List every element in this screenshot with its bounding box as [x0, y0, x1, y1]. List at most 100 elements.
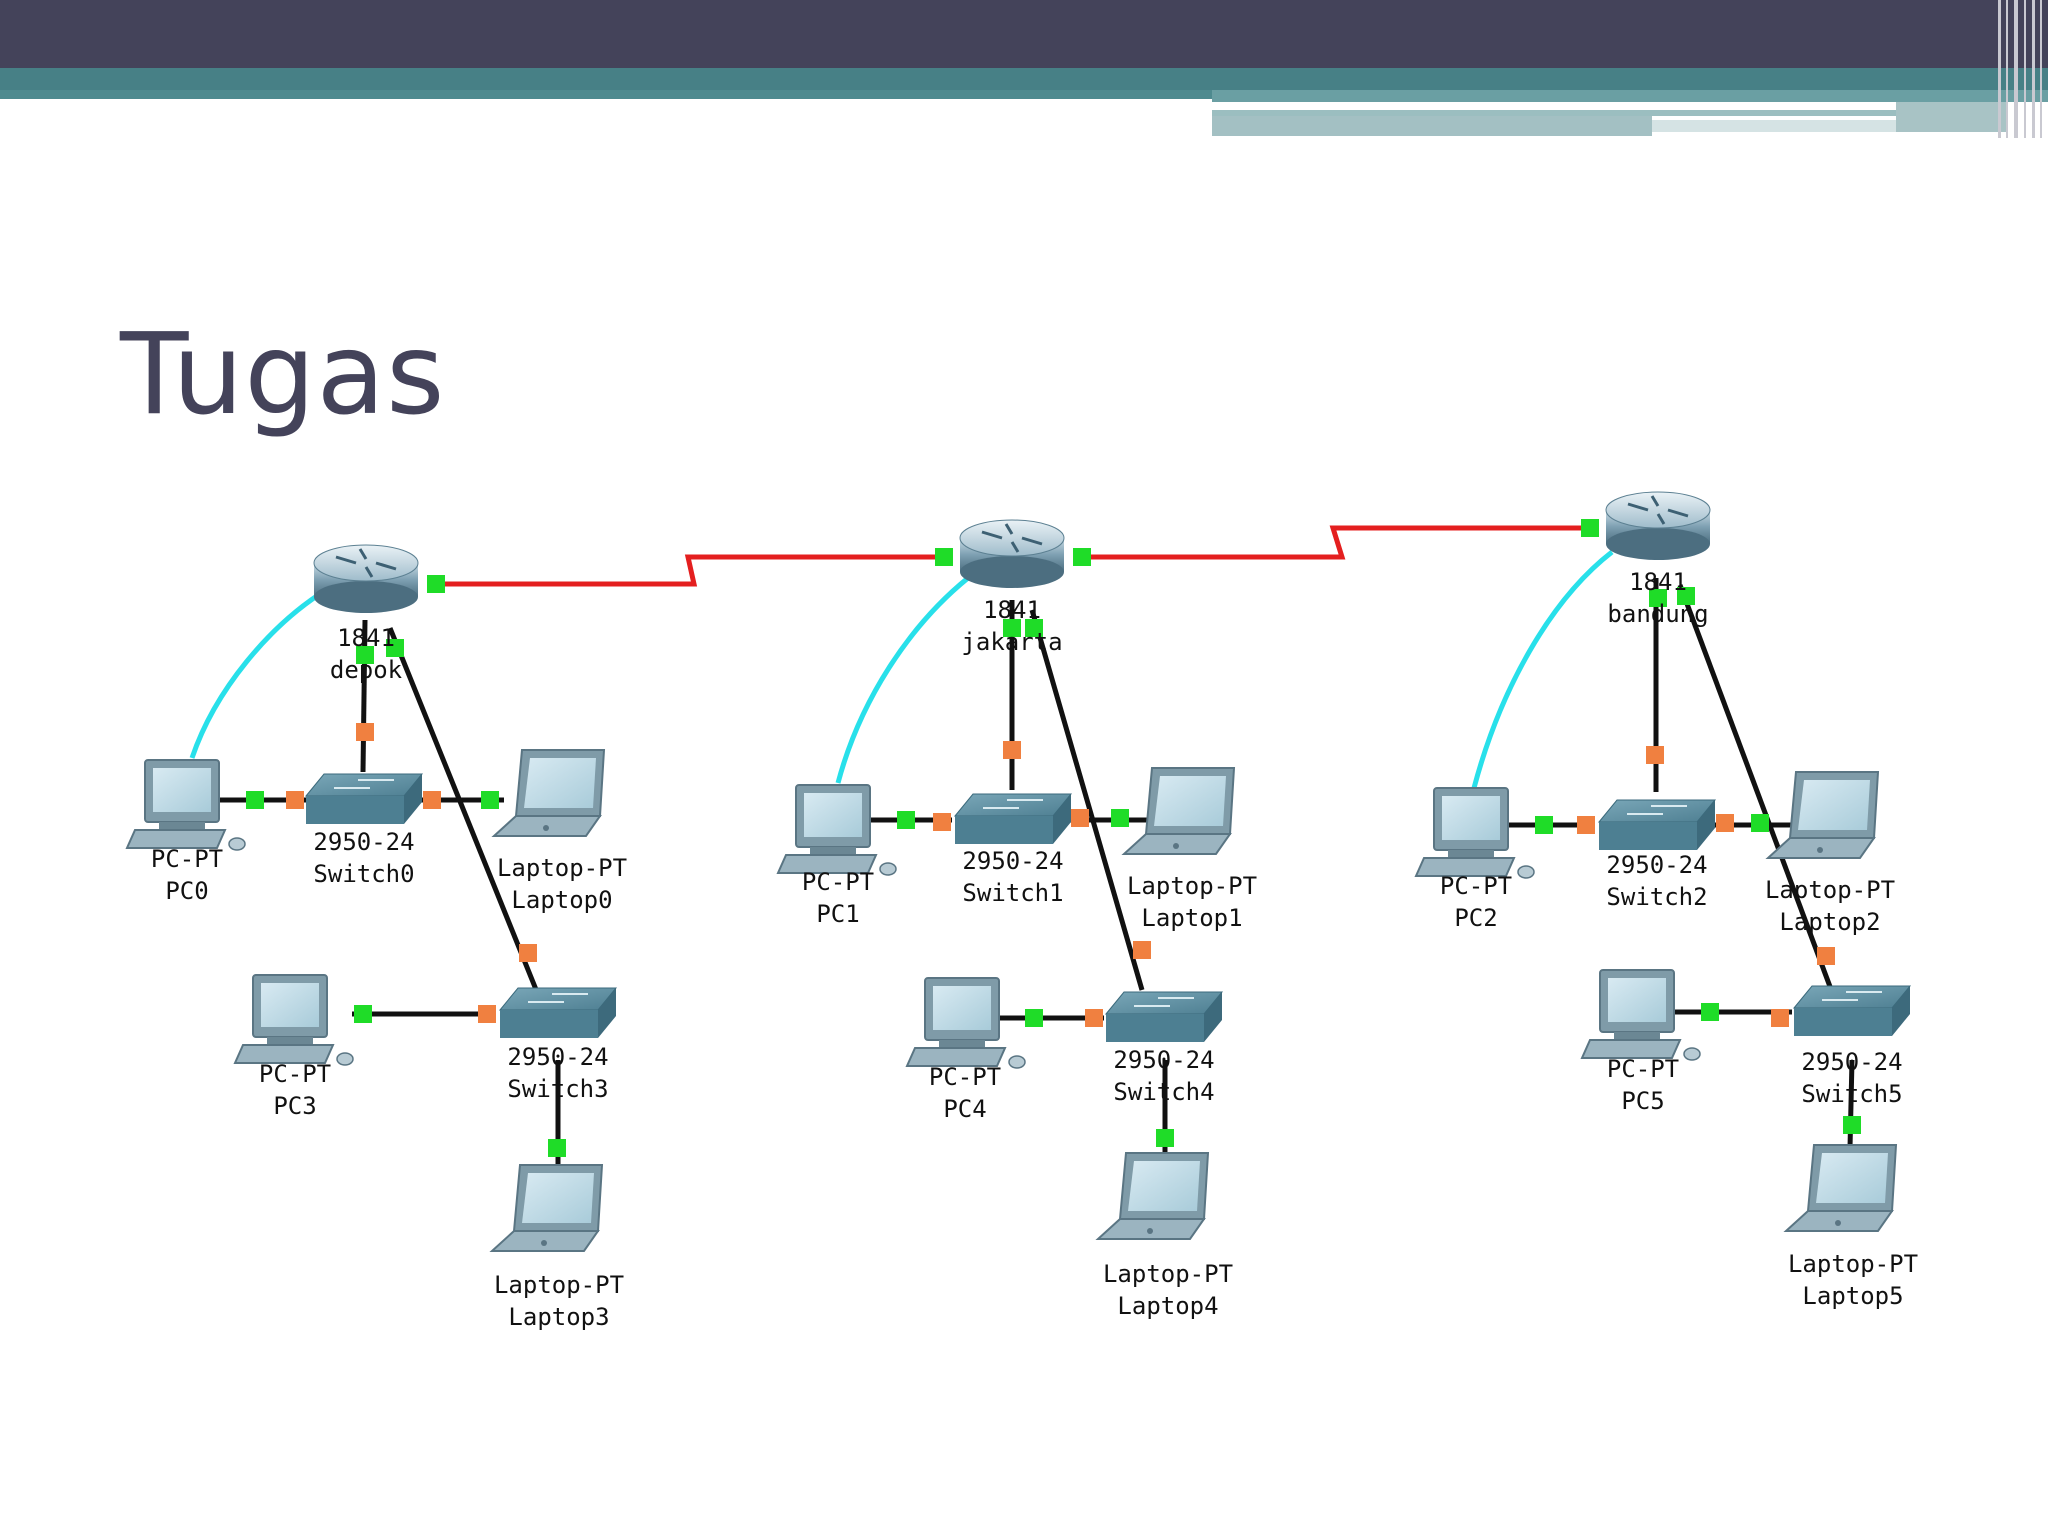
desktop-pc-icon: [776, 784, 897, 876]
desktop-pc-icon: [1580, 969, 1701, 1061]
laptop-name-label: Laptop3: [508, 1303, 609, 1331]
port-link-amber-indicator: [423, 791, 441, 809]
switch-icon: [304, 773, 424, 824]
switch-name-label: Switch2: [1606, 883, 1707, 911]
laptop-icon: [489, 1164, 604, 1252]
router-model-label: 1841: [1629, 568, 1687, 596]
switch-model-label: 2950-24: [1801, 1048, 1902, 1076]
pc-name-label: PC4: [943, 1095, 986, 1123]
switch-name-label: Switch4: [1113, 1078, 1214, 1106]
port-link-up-indicator: [1025, 619, 1043, 637]
laptop-model-label: Laptop-PT: [1103, 1260, 1233, 1288]
switch-icon: [498, 987, 618, 1038]
pc-name-label: PC5: [1621, 1087, 1664, 1115]
port-link-amber-indicator: [356, 723, 374, 741]
port-link-up-indicator: [427, 575, 445, 593]
pc-name-label: PC2: [1454, 904, 1497, 932]
pc-model-label: PC-PT: [259, 1060, 331, 1088]
port-link-up-indicator: [1843, 1116, 1861, 1134]
header-band-accent: [1212, 90, 2048, 102]
pc-name-label: PC1: [816, 900, 859, 928]
port-link-up-indicator: [354, 1005, 372, 1023]
pc-model-label: PC-PT: [151, 845, 223, 873]
port-indicators: [246, 519, 1861, 1157]
laptop-name-label: Laptop2: [1779, 908, 1880, 936]
port-link-up-indicator: [1649, 589, 1667, 607]
laptop-model-label: Laptop-PT: [1127, 872, 1257, 900]
laptop-name-label: Laptop4: [1117, 1292, 1218, 1320]
serial-link-depok-jakarta: [436, 554, 944, 587]
port-link-amber-indicator: [1003, 741, 1021, 759]
port-link-up-indicator: [1701, 1003, 1719, 1021]
switch-icon: [1104, 991, 1224, 1042]
laptop-icon: [1783, 1144, 1898, 1232]
router-model-label: 1841: [337, 624, 395, 652]
switch-icon: [1597, 799, 1717, 850]
laptop-name-label: Laptop0: [511, 886, 612, 914]
port-link-amber-indicator: [1646, 746, 1664, 764]
laptop-icon: [1095, 1152, 1210, 1240]
router-name-label: bandung: [1607, 600, 1708, 628]
serial-link-jakarta-bandung: [1082, 525, 1590, 560]
laptop-icon: [1765, 771, 1880, 859]
port-link-up-indicator: [1111, 809, 1129, 827]
console-cable-bandung-pc2: [1471, 550, 1614, 789]
laptops-layer: [489, 749, 1898, 1252]
header-band-teal: [0, 68, 2048, 90]
router-icon: [1605, 491, 1711, 560]
header-band-accent: [1212, 116, 1652, 136]
desktop-pc-icon: [905, 977, 1026, 1069]
port-link-amber-indicator: [286, 791, 304, 809]
router-name-label: jakarta: [961, 628, 1062, 656]
switch-model-label: 2950-24: [313, 828, 414, 856]
port-link-amber-indicator: [1817, 947, 1835, 965]
desktop-pc-icon: [233, 974, 354, 1066]
port-link-up-indicator: [246, 791, 264, 809]
port-link-up-indicator: [356, 646, 374, 664]
pc-model-label: PC-PT: [1440, 872, 1512, 900]
header-band-teal-lower: [0, 90, 1212, 99]
port-link-amber-indicator: [1577, 816, 1595, 834]
switch-model-label: 2950-24: [1606, 851, 1707, 879]
port-link-up-indicator: [1751, 814, 1769, 832]
header-band-accent: [1212, 102, 1896, 110]
laptop-model-label: Laptop-PT: [1765, 876, 1895, 904]
pc-model-label: PC-PT: [929, 1063, 1001, 1091]
switch-name-label: Switch1: [962, 879, 1063, 907]
device-labels: 1841 depok 1841 jakarta 1841 bandung 295…: [151, 568, 1918, 1331]
router-icon: [959, 519, 1065, 588]
switch-name-label: Switch3: [507, 1075, 608, 1103]
routers-layer: [313, 491, 1711, 613]
port-link-amber-indicator: [1771, 1009, 1789, 1027]
console-cable-jakarta-pc1: [835, 576, 970, 784]
switch-model-label: 2950-24: [1113, 1046, 1214, 1074]
laptop-model-label: Laptop-PT: [494, 1271, 624, 1299]
port-link-amber-indicator: [1133, 941, 1151, 959]
header-edge-stripes: [1992, 0, 2048, 138]
laptop-name-label: Laptop5: [1802, 1282, 1903, 1310]
port-link-up-indicator: [1677, 587, 1695, 605]
port-link-up-indicator: [1156, 1129, 1174, 1147]
port-link-up-indicator: [1025, 1009, 1043, 1027]
pc-name-label: PC3: [273, 1092, 316, 1120]
desktop-pc-icon: [1414, 787, 1535, 879]
router-model-label: 1841: [983, 596, 1041, 624]
port-link-amber-indicator: [1071, 809, 1089, 827]
console-cable-depok-pc0: [189, 587, 328, 759]
pc-name-label: PC0: [165, 877, 208, 905]
slide-title: Tugas: [120, 310, 446, 440]
switch-model-label: 2950-24: [507, 1043, 608, 1071]
port-link-up-indicator: [897, 811, 915, 829]
laptop-model-label: Laptop-PT: [1788, 1250, 1918, 1278]
router-name-label: depok: [330, 656, 403, 684]
port-link-up-indicator: [481, 791, 499, 809]
pcs-layer: [125, 759, 1701, 1069]
header-band-accent: [1896, 102, 2006, 132]
port-link-up-indicator: [1073, 548, 1091, 566]
port-link-up-indicator: [1003, 619, 1021, 637]
laptop-name-label: Laptop1: [1141, 904, 1242, 932]
switch-icon: [953, 793, 1073, 844]
port-link-up-indicator: [935, 548, 953, 566]
